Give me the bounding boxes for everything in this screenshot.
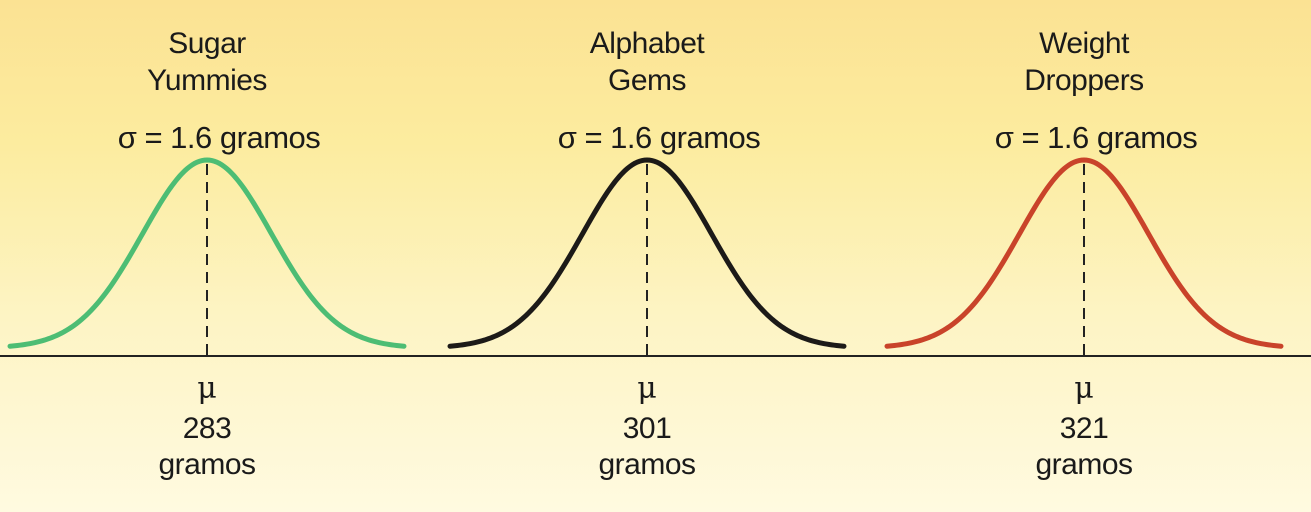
- normal-curve: [7, 157, 407, 349]
- mean-value-label: 283: [183, 412, 232, 445]
- panel-title-line: Yummies: [147, 64, 267, 97]
- mean-value-label: 301: [623, 412, 672, 445]
- panel-title-line: Droppers: [1024, 64, 1143, 97]
- sigma-label: σ = 1.6 gramos: [995, 120, 1198, 155]
- mu-symbol: μ: [1074, 371, 1094, 406]
- mean-value-label: 321: [1060, 412, 1109, 445]
- mu-symbol: μ: [637, 371, 657, 406]
- mean-unit-label: gramos: [1035, 448, 1132, 481]
- mu-symbol: μ: [197, 371, 217, 406]
- normal-curve: [447, 157, 847, 349]
- normal-curve: [884, 157, 1284, 349]
- mean-unit-label: gramos: [158, 448, 255, 481]
- mean-unit-label: gramos: [598, 448, 695, 481]
- panel-title-line: Alphabet: [590, 27, 706, 60]
- sigma-label: σ = 1.6 gramos: [558, 120, 761, 155]
- panel-title-line: Gems: [608, 64, 686, 97]
- sigma-label: σ = 1.6 gramos: [118, 120, 321, 155]
- panel-title-line: Weight: [1039, 27, 1130, 60]
- panel-title-line: Sugar: [168, 27, 246, 60]
